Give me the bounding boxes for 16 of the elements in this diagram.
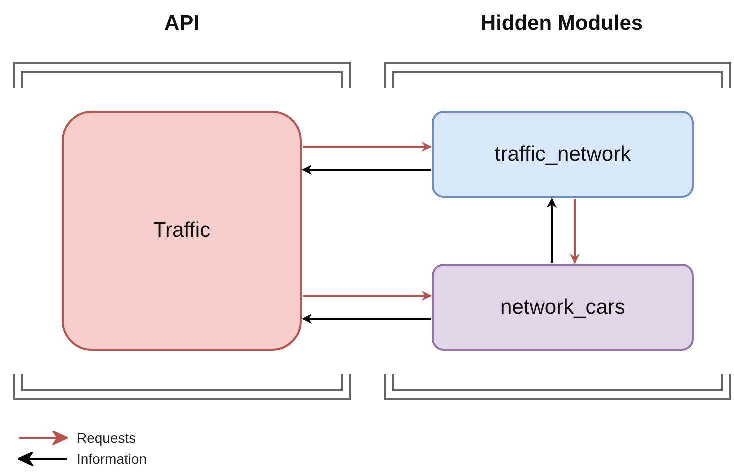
arrow [570, 199, 580, 264]
column-heading: Hidden Modules [480, 11, 644, 37]
arrow [302, 165, 431, 175]
arrow [303, 291, 432, 301]
module-box [432, 111, 694, 198]
node-label: network_cars [500, 294, 626, 321]
node-label: Traffic [153, 218, 211, 244]
legend-label: Requests [77, 431, 136, 445]
module-box [432, 264, 694, 351]
module-box [62, 111, 302, 351]
legend-label: Information [77, 452, 148, 466]
node-label: traffic_network [494, 142, 632, 168]
arrow [303, 142, 432, 152]
column-heading: API [163, 11, 200, 37]
arrow [302, 314, 431, 324]
arrow [547, 198, 557, 263]
